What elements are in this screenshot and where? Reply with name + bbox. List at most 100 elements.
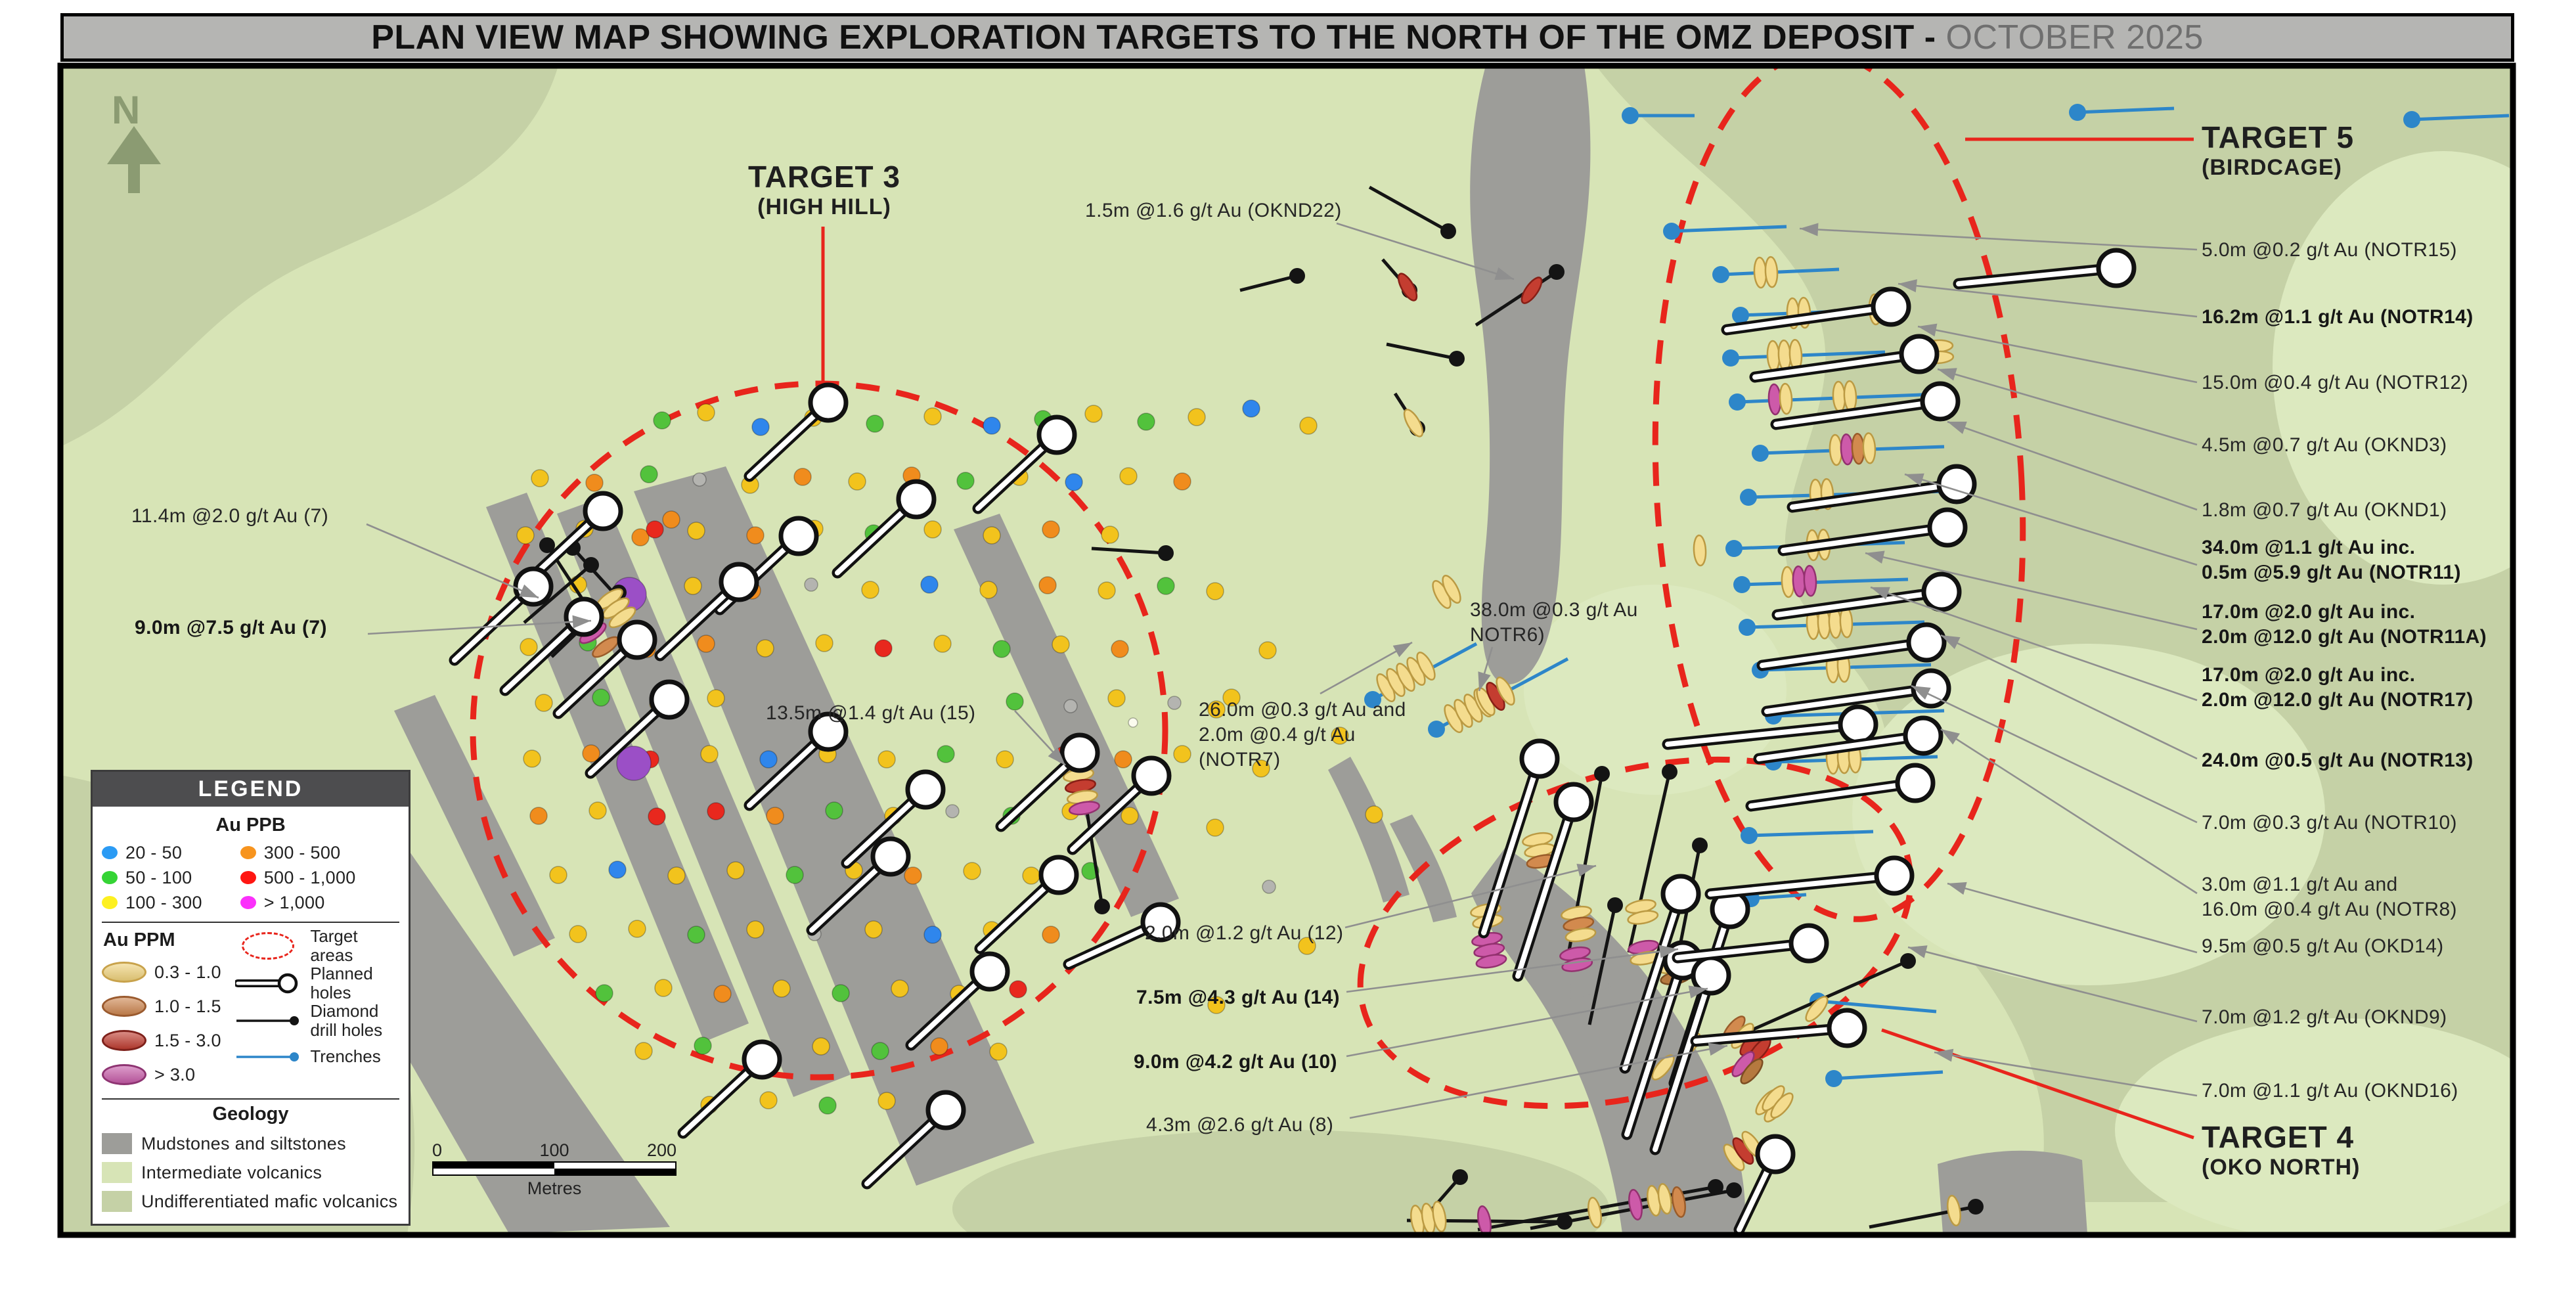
symbol-item-label: Trenches bbox=[310, 1046, 381, 1067]
planned-stem bbox=[1665, 722, 1861, 747]
sample-dot bbox=[1365, 805, 1383, 824]
planned-collar-circle bbox=[1755, 1134, 1796, 1174]
sample-dot bbox=[979, 581, 998, 599]
planned-hole bbox=[1745, 763, 1936, 812]
sample-dot bbox=[933, 635, 952, 653]
geology-color-swatch bbox=[102, 1162, 132, 1183]
planned-collar-circle bbox=[1660, 874, 1701, 914]
leader bbox=[1478, 646, 1494, 692]
drill-collar-dot bbox=[1708, 1179, 1723, 1195]
ppm-intercept-stack bbox=[1406, 652, 1436, 686]
geology-color-swatch bbox=[102, 1191, 132, 1212]
sample-dot bbox=[523, 749, 541, 768]
leader-line bbox=[1344, 864, 1597, 929]
leader-line bbox=[1336, 222, 1515, 280]
ppm-item-label: 0.3 - 1.0 bbox=[154, 962, 221, 982]
planned-collar-circle bbox=[925, 1090, 966, 1130]
sample-dot bbox=[1121, 807, 1139, 825]
scale-unit: Metres bbox=[527, 1178, 582, 1198]
annotation-text: 15.0m @0.4 g/t Au (NOTR12) bbox=[2202, 372, 2468, 393]
planned-stem bbox=[1693, 1025, 1850, 1044]
trench-dot bbox=[1622, 107, 1639, 124]
sample-dot bbox=[1114, 750, 1132, 769]
planned-collar-circle bbox=[1927, 507, 1968, 548]
annotation-text: 2.0m @1.2 g/t Au (12) bbox=[1145, 922, 1343, 944]
planned-hole bbox=[1067, 755, 1172, 855]
leader-arrow-icon bbox=[1947, 421, 1967, 434]
sample-dot bbox=[983, 416, 1001, 435]
leader bbox=[1320, 641, 1413, 695]
ppb-item-label: 100 - 300 bbox=[125, 892, 202, 912]
trench-dot bbox=[1732, 307, 1749, 324]
annotation-text: 5.0m @0.2 g/t Au (NOTR15) bbox=[2202, 239, 2457, 261]
leader-line bbox=[1346, 948, 1679, 993]
sample-dot bbox=[646, 520, 664, 539]
planned-stem bbox=[1956, 265, 2119, 286]
diamond-drill-hole bbox=[1091, 545, 1174, 561]
planned-stem bbox=[1760, 640, 1929, 668]
planned-collar-circle bbox=[1906, 622, 1947, 663]
leader-arrow-icon bbox=[1908, 945, 1928, 958]
legend-ppm-item: 0.3 - 1.0 bbox=[102, 955, 233, 989]
legend-symbol-item: Trenches bbox=[233, 1040, 399, 1074]
leader-line bbox=[366, 523, 539, 599]
trench-dot bbox=[1725, 540, 1743, 557]
sample-dot bbox=[818, 1096, 837, 1115]
ppm-intercept-stack bbox=[1561, 905, 1597, 943]
sample-dot bbox=[766, 807, 784, 825]
leader bbox=[1898, 279, 2198, 318]
sample-dot bbox=[1084, 405, 1103, 423]
sample-dot bbox=[1006, 692, 1024, 711]
drill-trace bbox=[1386, 342, 1457, 361]
ppb-color-dot bbox=[240, 896, 256, 909]
planned-collar-circle bbox=[1895, 763, 1936, 803]
trench-dot bbox=[1428, 721, 1445, 738]
leader bbox=[1336, 222, 1515, 280]
leader-line bbox=[1346, 987, 1708, 1058]
sample-dot bbox=[956, 472, 975, 490]
legend-symbol-item: Target areas bbox=[233, 927, 399, 964]
planned-hole bbox=[995, 732, 1100, 832]
ppm-disc bbox=[1764, 256, 1779, 288]
annotation-text: 9.0m @7.5 g/t Au (7) bbox=[135, 617, 327, 638]
planned-hole bbox=[841, 769, 946, 869]
sample-dot bbox=[1119, 467, 1138, 485]
sample-dot bbox=[531, 469, 549, 487]
ppm-disc bbox=[1521, 277, 1543, 304]
ppm-disc bbox=[1442, 575, 1461, 604]
trench-dot bbox=[2069, 104, 2086, 121]
ppm-intercept-stack bbox=[1625, 899, 1659, 925]
leader bbox=[1907, 945, 2198, 1023]
ppm-disc bbox=[1803, 564, 1817, 597]
drill-collar-dot bbox=[583, 557, 599, 573]
planned-collar-circle bbox=[1140, 902, 1181, 943]
ppm-intercept-stack bbox=[1805, 996, 1829, 1022]
drill-trace bbox=[1091, 547, 1166, 555]
legend-ppm-item: > 3.0 bbox=[102, 1058, 233, 1092]
ppm-disc bbox=[1403, 409, 1424, 437]
leader-arrow-icon bbox=[1576, 863, 1596, 877]
sample-dot bbox=[585, 474, 604, 492]
sample-dot bbox=[628, 920, 646, 938]
legend-geology-item: Undifferentiated mafic volcanics bbox=[102, 1187, 399, 1216]
north-arrow: N bbox=[107, 88, 161, 193]
leader bbox=[1865, 550, 2198, 631]
sample-dot bbox=[871, 1042, 889, 1060]
ppm-intercept-stack bbox=[1376, 663, 1415, 702]
trench-line bbox=[1750, 893, 1807, 901]
planned-stem bbox=[1756, 733, 1926, 761]
sample-dot bbox=[1173, 745, 1191, 763]
planned-stem bbox=[1675, 941, 1811, 960]
leader bbox=[1344, 863, 1597, 929]
ppm-intercept-stack bbox=[1063, 768, 1100, 816]
sample-dot bbox=[707, 689, 725, 707]
ppm-disc bbox=[608, 606, 636, 629]
planned-hole bbox=[974, 855, 1079, 954]
planned-stem bbox=[1752, 351, 1922, 380]
leader-arrow-icon bbox=[1392, 642, 1412, 658]
leader-line bbox=[1937, 368, 2198, 446]
trench-dot bbox=[2403, 111, 2420, 128]
ppm-intercept-stack bbox=[596, 588, 636, 629]
drill-collar-dot bbox=[1289, 268, 1305, 284]
